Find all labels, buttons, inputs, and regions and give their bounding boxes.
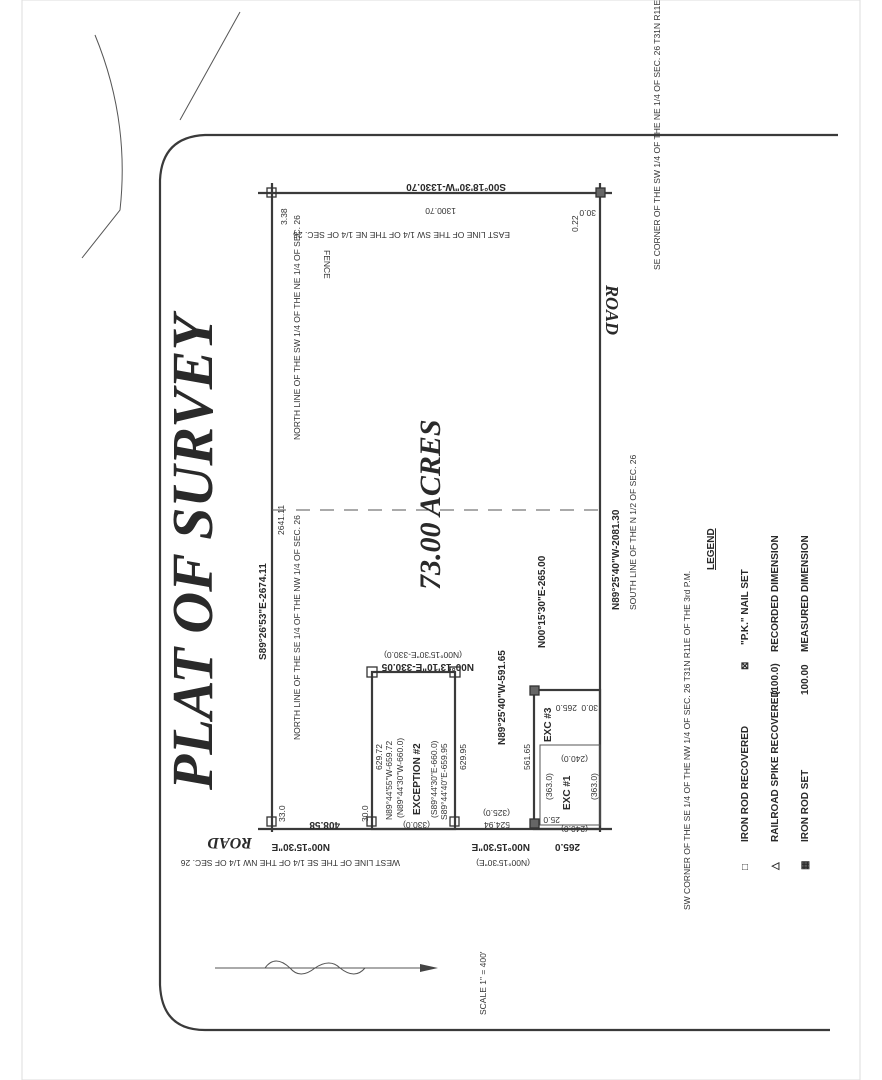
north-line-sw: NORTH LINE OF THE SW 1/4 OF THE NE 1/4 O…: [292, 215, 302, 440]
iron-rod-set-icon: [529, 685, 540, 696]
se-corner-label: SE CORNER OF THE SW 1/4 OF THE NE 1/4 OF…: [652, 0, 662, 270]
legend-item-recorded-dimension: RECORDED DIMENSION: [770, 535, 781, 652]
scale-label: SCALE 1" = 400': [478, 951, 488, 1015]
scan-mark: [81, 34, 123, 259]
legend-title: LEGEND: [706, 528, 717, 570]
iron-rod-recovered-icon: [266, 187, 277, 198]
exception-1-rec-top: (240.0): [561, 754, 588, 764]
exception-1-parcel: [539, 744, 601, 826]
south-line-label: SOUTH LINE OF THE N 1/2 OF SEC. 26: [628, 454, 638, 610]
exception-1-label: EXC #1: [562, 775, 573, 810]
exception-3-offset: 30.0: [581, 703, 598, 713]
segment-30: 30.0: [360, 805, 370, 822]
fence-label: FENCE: [322, 250, 332, 279]
road-right-label: ROAD: [602, 284, 622, 335]
legend-item-measured-dimension: MEASURED DIMENSION: [800, 535, 811, 652]
legend-symbol-iron-rod-set-icon: ▦: [800, 861, 811, 870]
scan-mark: [179, 11, 241, 121]
west-recorded: 2641.11: [276, 505, 286, 535]
exception-1-rec-left: (363.0): [544, 773, 554, 800]
segment-265: 265.0: [555, 841, 580, 852]
exception-3-dim: 265.0: [555, 703, 577, 713]
segment-408: 408.58: [309, 819, 340, 830]
north-bearing: S00°18'30"W-1330.70: [406, 181, 506, 192]
segment-524: 524.94: [484, 820, 510, 830]
legend-symbol-pk-nail-icon: ⊠: [740, 662, 751, 670]
road-offset-top: 30.0: [579, 208, 596, 218]
legend: LEGEND □ IRON ROD RECOVERED △ RAILROAD S…: [706, 528, 811, 871]
offset-right-top: 0.22: [570, 215, 580, 232]
legend-symbol-iron-rod-recovered-icon: □: [740, 864, 751, 870]
iron-rod-recovered-icon: [449, 816, 460, 827]
iron-rod-recovered-icon: [449, 666, 461, 678]
legend-item-railroad-spike: RAILROAD SPIKE RECOVERED: [770, 690, 781, 842]
bottom-recorded-2: (N00°15'30"E): [476, 858, 530, 868]
iron-rod-recovered-icon: [366, 816, 377, 827]
exception-2-right: S89°44'40"E-659.95: [439, 743, 449, 820]
exception-2-left: N89°44'55"W-659.72: [384, 740, 394, 820]
legend-symbol-recorded: (100.0): [770, 663, 781, 695]
bottom-bearing-2: N00°15'30"E: [471, 841, 530, 852]
page: [21, 0, 861, 1080]
exception-2-top-rec: (N00°15'30"E-330.0): [384, 650, 462, 660]
plat-title: PLAT OF SURVEY: [160, 311, 225, 791]
exception-2-right-dim: 629.95: [458, 744, 468, 770]
legend-item-pk-nail: "P.K." NAIL SET: [740, 569, 751, 645]
exception-2-left-dim: 629.72: [374, 744, 384, 770]
north-arrow-icon: [215, 960, 438, 975]
exception-3-side: N89°25'40"W-591.65: [497, 650, 508, 745]
west-line-label: WEST LINE OF THE SE 1/4 OF THE NW 1/4 OF…: [181, 858, 400, 868]
north-line-se: NORTH LINE OF THE SE 1/4 OF THE NW 1/4 O…: [292, 515, 302, 740]
exception-1-offset: 25.0: [543, 815, 560, 825]
segment-33: 33.0: [277, 805, 287, 822]
north-recorded: 1300.70: [425, 206, 456, 216]
monument-markers: [266, 187, 606, 829]
west-bearing: S89°26'53"E-2674.11: [258, 563, 269, 660]
legend-item-iron-rod-recovered: IRON ROD RECOVERED: [740, 726, 751, 842]
iron-rod-recovered-icon: [266, 816, 277, 827]
exception-2-label: EXCEPTION #2: [412, 743, 423, 815]
exception-1-rec-right: (363.0): [589, 773, 599, 800]
acreage-label: 73.00 ACRES: [414, 419, 447, 590]
offset-left-top: 3.38: [279, 208, 289, 225]
east-bearing: N89°25'40"W-2081.30: [611, 509, 622, 610]
segment-330-rec: (330.0): [403, 820, 430, 830]
iron-rod-recovered-icon: [366, 666, 378, 678]
exception-2-parcel: [370, 670, 457, 831]
legend-symbol-railroad-spike-icon: △: [770, 862, 781, 871]
exception-3-side-dim: 561.65: [522, 744, 532, 770]
exception-1-rec-bottom: (240.0): [561, 824, 588, 834]
exception-2-top: N00°13'10"E-330.05: [381, 661, 474, 672]
east-line-label: EAST LINE OF THE SW 1/4 OF THE NE 1/4 OF…: [293, 230, 510, 240]
segment-325-rec: (325.0): [483, 808, 510, 818]
sw-corner-label: SW CORNER OF THE SE 1/4 OF THE NW 1/4 OF…: [682, 571, 692, 910]
legend-item-iron-rod-set: IRON ROD SET: [800, 770, 811, 842]
exception-2-right-rec: (S89°44'30"E-660.0): [429, 740, 439, 818]
exception-3-bearing: N00°15'30"E-265.00: [537, 555, 548, 648]
frame-border: [158, 133, 838, 1032]
bottom-bearing-1: N00°15'30"E: [271, 841, 330, 852]
iron-rod-set-icon: [529, 818, 540, 829]
road-left-label: ROAD: [207, 834, 253, 851]
legend-symbol-measured: 100.00: [800, 664, 811, 695]
iron-rod-set-icon: [595, 187, 606, 198]
exception-3-label: EXC #3: [543, 707, 554, 742]
exception-2-left-rec: (N89°44'30"W-660.0): [395, 738, 405, 818]
